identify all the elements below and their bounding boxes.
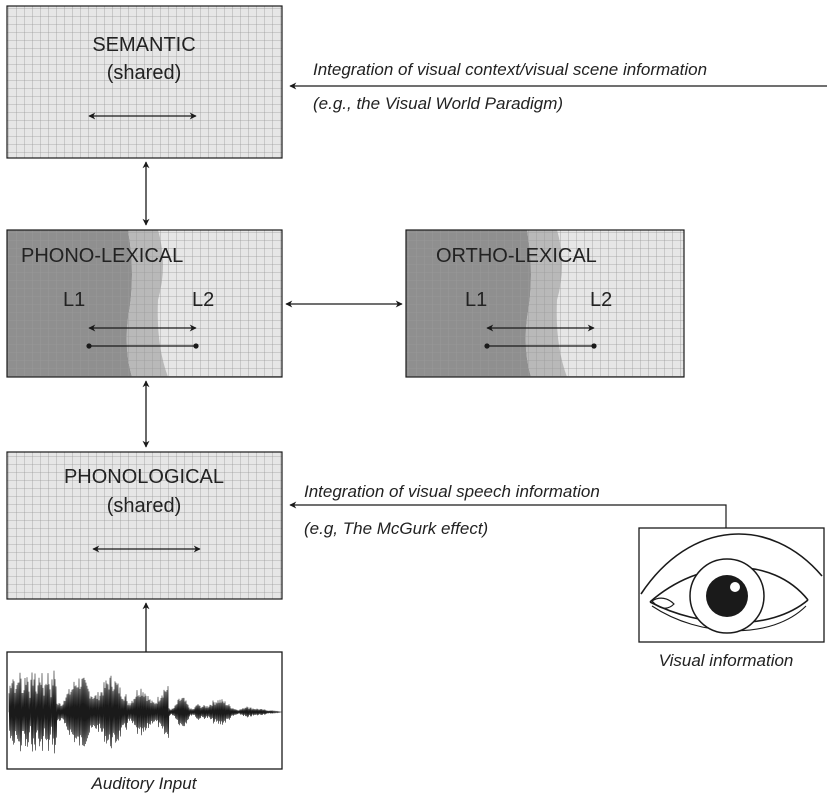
phono-lexical-title: PHONO-LEXICAL [21,245,183,267]
visual-speech-example: (e.g, The McGurk effect) [304,519,488,538]
eye-icon [638,527,825,643]
auditory-input-caption: Auditory Input [91,774,198,793]
waveform-icon [6,651,283,770]
waveform-trace [8,670,282,754]
semantic-box-border [6,5,283,159]
eye-tear-duct [651,597,675,609]
eye-brow [640,533,823,595]
ortho-lexical-link-dot-l2 [591,343,597,349]
visual-speech-arrow [289,501,727,528]
phono-lexical-box: PHONO-LEXICAL L1 L2 [6,229,283,378]
semantic-title: SEMANTIC [92,34,195,56]
phono-lexical-l1-label: L1 [63,289,85,311]
ortho-lexical-link-dot-l1 [484,343,490,349]
phonological-title: PHONOLOGICAL [64,466,224,488]
ortho-lexical-l2-label: L2 [590,289,612,311]
eye-pupil [706,575,748,617]
phono-lexical-l2-label: L2 [192,289,214,311]
phonological-box: PHONOLOGICAL (shared) [6,451,283,600]
eye-highlight [730,582,740,592]
phonological-box-border [6,451,283,600]
visual-context-annotation: Integration of visual context/visual sce… [313,60,707,79]
phono-lexical-box-border [6,229,283,378]
visual-information-caption: Visual information [659,651,794,670]
ortho-lexical-l1-label: L1 [465,289,487,311]
ortho-lexical-title: ORTHO-LEXICAL [436,245,597,267]
phonological-subtitle: (shared) [107,495,181,517]
ortho-lexical-box: ORTHO-LEXICAL L1 L2 [405,229,685,378]
semantic-box-grid [7,6,282,158]
phono-lexical-link-dot-l1 [86,343,92,349]
semantic-box: SEMANTIC (shared) [6,5,283,159]
visual-speech-annotation: Integration of visual speech information [304,482,600,501]
semantic-subtitle: (shared) [107,62,181,84]
phono-lexical-link-dot-l2 [193,343,199,349]
ortho-lexical-box-border [405,229,685,378]
visual-context-example: (e.g., the Visual World Paradigm) [313,94,563,113]
